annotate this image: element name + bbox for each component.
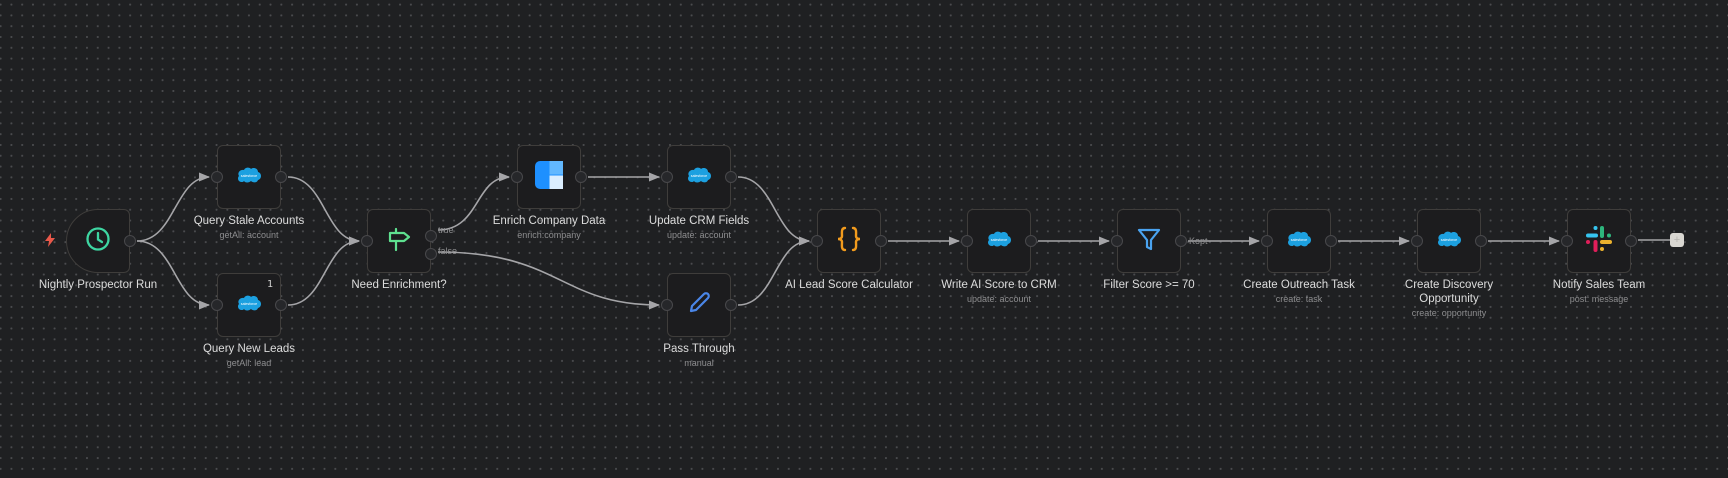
node-subtitle: manual — [684, 358, 714, 368]
node-write-ai-score[interactable]: salesforce — [961, 209, 1037, 273]
svg-text:salesforce: salesforce — [1291, 238, 1307, 242]
output-handle[interactable] — [725, 299, 737, 311]
svg-text:salesforce: salesforce — [691, 174, 707, 178]
input-handle[interactable] — [361, 235, 373, 247]
node-create-discovery-opportunity[interactable]: salesforce — [1411, 209, 1487, 273]
svg-text:salesforce: salesforce — [241, 174, 257, 178]
node-label: Need Enrichment? — [351, 279, 447, 291]
enrichment-app-icon — [535, 160, 563, 194]
input-handle[interactable] — [1411, 235, 1423, 247]
edge-label-kept: Kept — [1189, 236, 1208, 246]
item-count-badge: 1 — [266, 279, 273, 290]
node-label: Nightly Prospector Run — [38, 279, 158, 291]
node-label: Write AI Score to CRM — [941, 279, 1057, 291]
output-handle[interactable] — [725, 171, 737, 183]
input-handle[interactable] — [661, 171, 673, 183]
node-label: Pass Through — [663, 343, 735, 355]
node-label: Create Outreach Task — [1243, 279, 1355, 291]
node-subtitle: create: opportunity — [1411, 308, 1487, 318]
signpost-icon — [386, 226, 412, 257]
edge-pass-through-to-ai-score[interactable] — [737, 236, 811, 306]
node-query-stale-accounts[interactable]: salesforce — [211, 145, 287, 209]
input-handle[interactable] — [1561, 235, 1573, 247]
node-label: Enrich Company Data — [492, 215, 606, 227]
output-handle[interactable] — [1475, 235, 1487, 247]
output-handle[interactable] — [275, 299, 287, 311]
node-ai-lead-score-calculator[interactable] — [811, 209, 887, 273]
input-handle[interactable] — [1111, 235, 1123, 247]
input-handle[interactable] — [211, 299, 223, 311]
input-handle[interactable] — [511, 171, 523, 183]
output-handle[interactable] — [575, 171, 587, 183]
node-label: Filter Score >= 70 — [1103, 279, 1195, 291]
node-subtitle: getAll: lead — [226, 358, 272, 368]
node-pass-through[interactable] — [661, 273, 737, 337]
edge-label-true: true — [438, 225, 454, 235]
salesforce-icon: salesforce — [1436, 230, 1462, 253]
svg-text:salesforce: salesforce — [991, 238, 1007, 242]
input-handle[interactable] — [1261, 235, 1273, 247]
edge-trigger-to-query-leads[interactable] — [136, 240, 211, 310]
pencil-icon — [686, 290, 712, 321]
node-enrich-company-data[interactable] — [511, 145, 587, 209]
node-create-outreach-task[interactable]: salesforce — [1261, 209, 1337, 273]
node-label: Notify Sales Team — [1552, 279, 1646, 291]
node-subtitle: create: task — [1275, 294, 1323, 304]
output-handle[interactable] — [1025, 235, 1037, 247]
salesforce-icon: salesforce — [236, 294, 262, 317]
trigger-bolt-icon — [44, 233, 56, 252]
output-handle[interactable] — [275, 171, 287, 183]
node-filter-score[interactable] — [1111, 209, 1187, 273]
node-nightly-prospector-run[interactable] — [66, 209, 136, 273]
edge-label-false: false — [438, 246, 458, 256]
svg-text:salesforce: salesforce — [241, 302, 257, 306]
filter-funnel-icon — [1136, 226, 1162, 257]
node-need-enrichment[interactable] — [361, 209, 437, 273]
node-query-new-leads[interactable]: 1 salesforce — [211, 273, 287, 337]
node-label: Query Stale Accounts — [193, 215, 305, 227]
salesforce-icon: salesforce — [236, 166, 262, 189]
output-handle-true[interactable] — [425, 230, 437, 242]
node-subtitle: update: account — [966, 294, 1032, 304]
clock-icon — [85, 226, 111, 257]
salesforce-icon: salesforce — [1286, 230, 1312, 253]
node-label: Create Discovery Opportunity — [1404, 279, 1494, 305]
salesforce-icon: salesforce — [986, 230, 1012, 253]
node-update-crm-fields[interactable]: salesforce — [661, 145, 737, 209]
input-handle[interactable] — [661, 299, 673, 311]
svg-text:salesforce: salesforce — [1441, 238, 1457, 242]
node-label: Update CRM Fields — [648, 215, 750, 227]
input-handle[interactable] — [961, 235, 973, 247]
output-handle[interactable] — [1625, 235, 1637, 247]
output-handle[interactable] — [1325, 235, 1337, 247]
node-subtitle: update: account — [666, 230, 732, 240]
node-label: AI Lead Score Calculator — [785, 279, 913, 291]
code-braces-icon — [835, 225, 863, 258]
salesforce-icon: salesforce — [686, 166, 712, 189]
output-handle[interactable] — [124, 235, 136, 247]
node-subtitle: getAll: account — [219, 230, 279, 240]
node-notify-sales-team[interactable] — [1561, 209, 1637, 273]
input-handle[interactable] — [811, 235, 823, 247]
add-node-button[interactable]: + — [1670, 233, 1684, 247]
node-label: Query New Leads — [202, 343, 296, 355]
output-handle[interactable] — [875, 235, 887, 247]
node-subtitle: post: message — [1569, 294, 1629, 304]
input-handle[interactable] — [211, 171, 223, 183]
node-subtitle: enrich:company — [517, 230, 581, 240]
output-handle-kept[interactable] — [1175, 235, 1187, 247]
edge-query-leads-to-need-enrich[interactable] — [287, 236, 361, 306]
slack-icon — [1585, 225, 1613, 258]
output-handle-false[interactable] — [425, 248, 437, 260]
